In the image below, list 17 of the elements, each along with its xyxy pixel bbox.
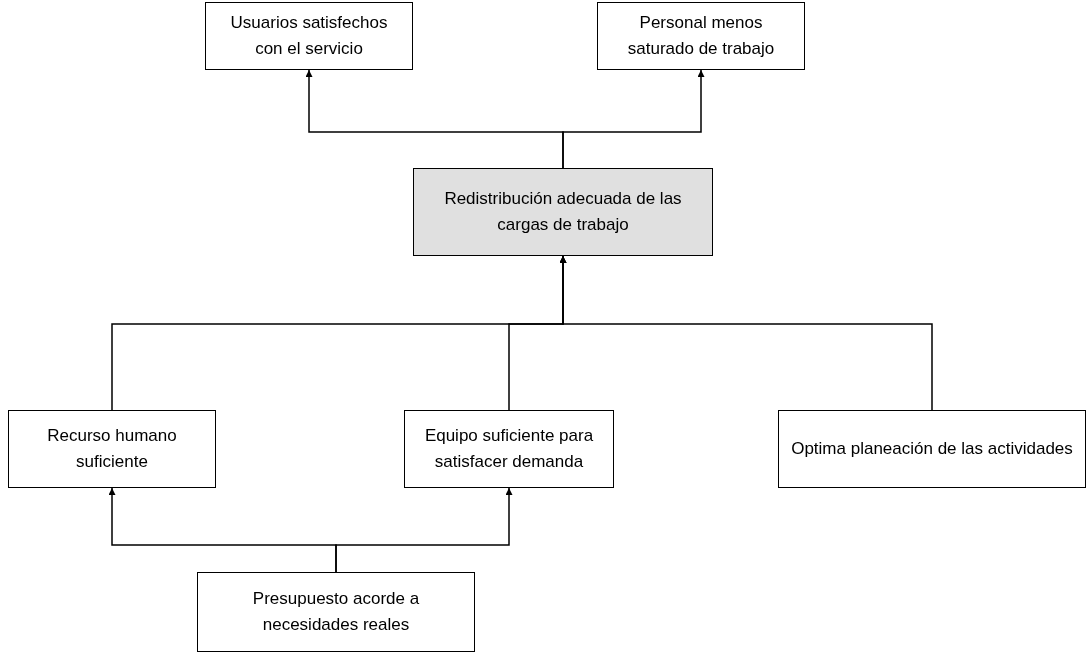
arrow bbox=[562, 69, 705, 169]
box-text: Recurso humano suficiente bbox=[46, 425, 178, 473]
box-text: Optima planeación de las actividades bbox=[791, 438, 1073, 460]
process-box bbox=[404, 410, 614, 488]
process-box bbox=[778, 410, 1086, 488]
process-box bbox=[597, 2, 805, 70]
arrow bbox=[335, 487, 513, 573]
box-text: Equipo suficiente para satisfacer demanda bbox=[423, 425, 595, 473]
box-text: Presupuesto acorde a necesidades reales bbox=[251, 588, 421, 636]
process-box bbox=[197, 572, 475, 652]
process-box bbox=[8, 410, 216, 488]
box-text: Usuarios satisfechos con el servicio bbox=[229, 12, 389, 60]
arrow bbox=[559, 255, 933, 411]
process-box bbox=[205, 2, 413, 70]
central-box bbox=[413, 168, 713, 256]
box-text: Personal menos saturado de trabajo bbox=[626, 12, 776, 60]
box-text: Redistribución adecuada de las cargas de trabajo bbox=[443, 188, 683, 236]
